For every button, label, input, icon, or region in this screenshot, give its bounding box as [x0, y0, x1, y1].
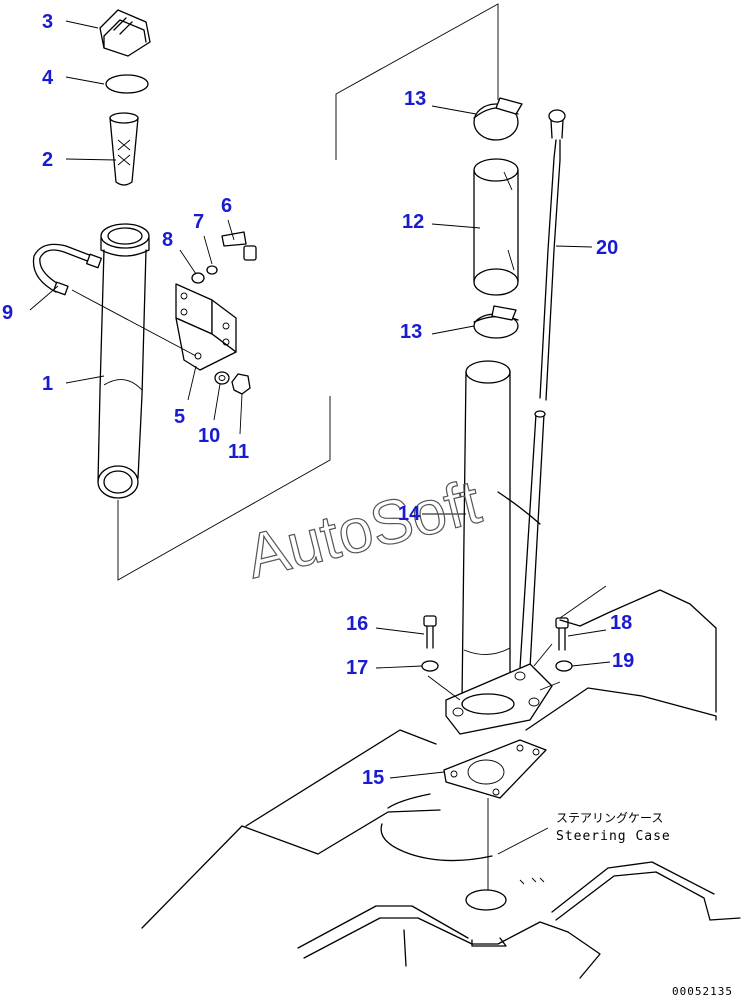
callout-13: 13: [404, 88, 426, 110]
hose-clamp-upper: [473, 97, 523, 141]
flange-gasket-part: [443, 739, 547, 799]
bolt-part: [555, 617, 569, 651]
bracket-part: [175, 283, 237, 371]
steering-case-label-en: Steering Case: [556, 829, 671, 844]
callout-4: 4: [42, 67, 54, 89]
washer-part: [421, 660, 439, 672]
callout-14: 14: [398, 503, 421, 525]
callout-20: 20: [596, 237, 618, 259]
nut-part: [231, 373, 251, 395]
callout-16: 16: [346, 613, 368, 635]
spring-washer-part: [206, 265, 218, 275]
callout-9: 9: [2, 302, 13, 324]
callout-13: 13: [400, 321, 422, 343]
bolt-part: [423, 615, 437, 649]
watermark: AutoSoft: [240, 467, 487, 591]
steering-case-label-jp: ステアリングケース: [556, 811, 663, 825]
gasket-part: [105, 74, 149, 94]
steering-case-outline: [141, 589, 741, 979]
callout-6: 6: [221, 195, 232, 217]
callout-7: 7: [193, 211, 204, 233]
callout-11: 11: [228, 441, 249, 463]
callout-1: 1: [42, 373, 53, 395]
callout-15: 15: [362, 767, 384, 789]
breather-hose-part: [32, 243, 102, 296]
callout-5: 5: [174, 406, 185, 428]
drawing-code: 00052135: [672, 985, 733, 998]
leader-lines: [29, 3, 611, 890]
dipstick-part: [539, 109, 566, 401]
callout-19: 19: [612, 650, 634, 672]
callout-18: 18: [610, 612, 632, 634]
hose-part: [473, 158, 519, 296]
cap-part: [99, 9, 151, 57]
callout-10: 10: [198, 425, 220, 447]
washer-part: [191, 272, 205, 284]
callout-12: 12: [402, 211, 424, 233]
strainer-part: [109, 112, 139, 186]
callout-8: 8: [162, 229, 173, 251]
bolt-part: [221, 231, 257, 261]
filler-tube-part: [445, 360, 553, 735]
callout-17: 17: [346, 657, 368, 679]
filler-pipe-part: [97, 223, 150, 499]
callout-numbers: 3 4 2 8 7 6 9 1 5 10 11 13 12 20 13 14 1…: [2, 11, 634, 789]
hose-clamp-lower: [473, 305, 519, 339]
callout-2: 2: [42, 149, 53, 171]
callout-3: 3: [42, 11, 53, 33]
washer-part: [555, 660, 573, 672]
washer-part: [214, 371, 230, 385]
